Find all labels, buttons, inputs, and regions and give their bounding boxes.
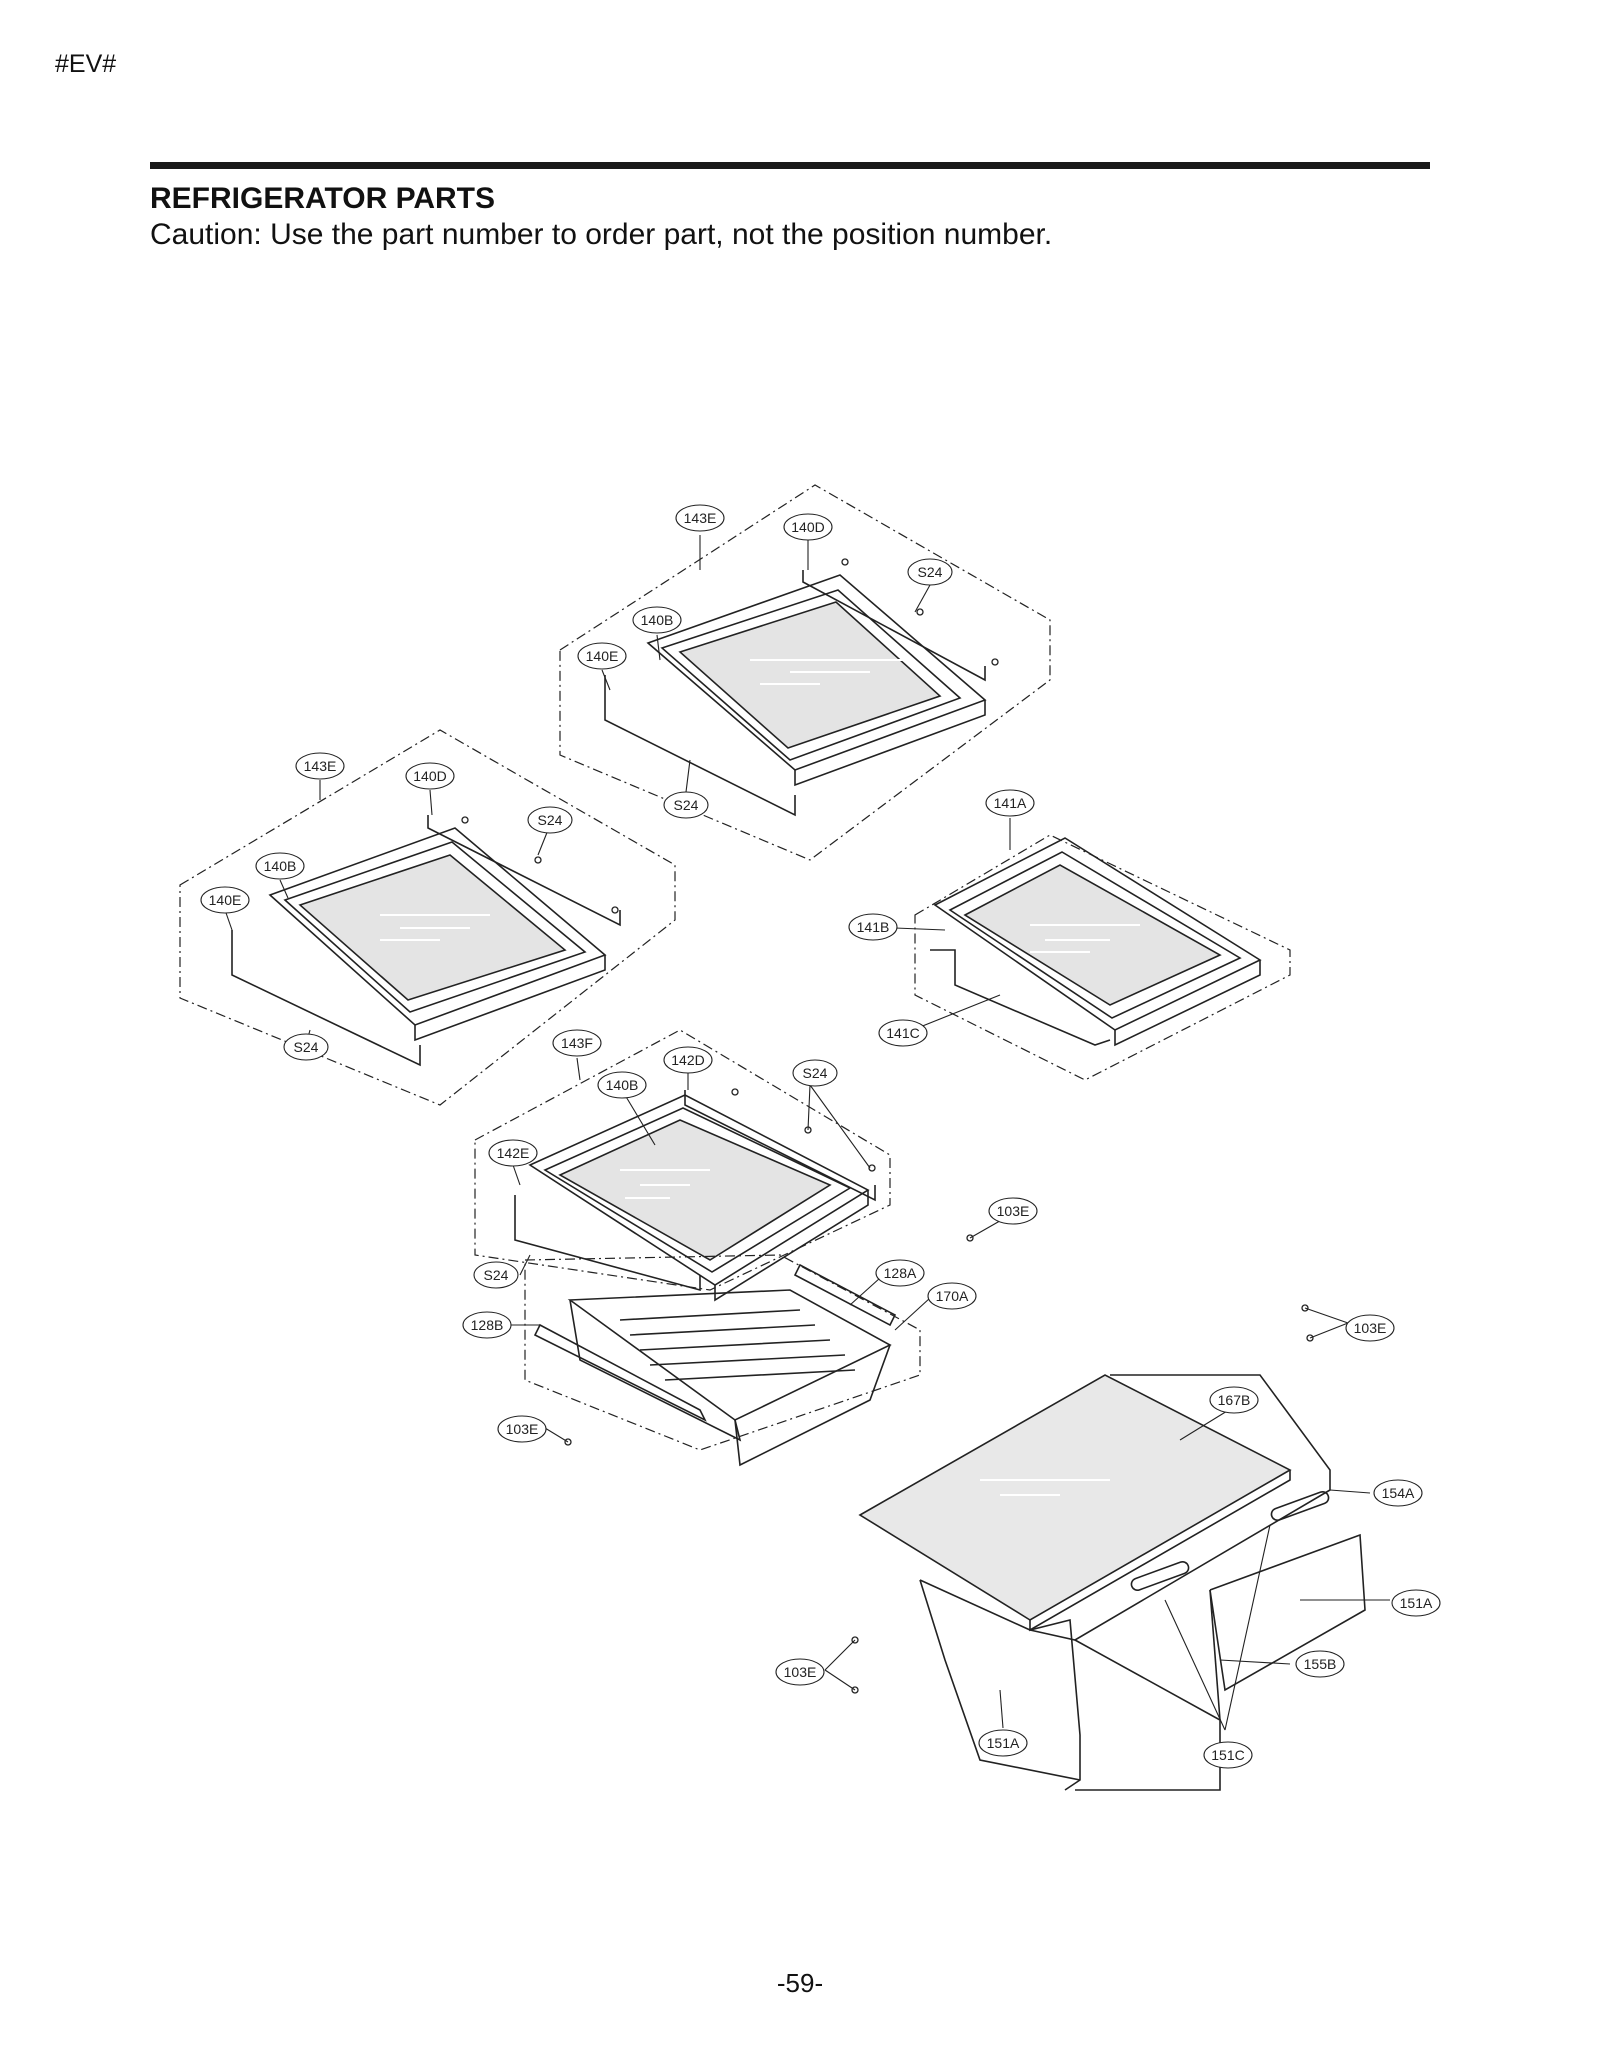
callout-c2: 140D xyxy=(783,513,833,541)
svg-text:S24: S24 xyxy=(484,1267,509,1283)
svg-text:128A: 128A xyxy=(884,1265,917,1281)
callout-c32: 103E xyxy=(775,1658,825,1686)
svg-text:S24: S24 xyxy=(674,797,699,813)
svg-text:S24: S24 xyxy=(294,1039,319,1055)
shelf-assembly-right xyxy=(914,834,1291,1081)
screws xyxy=(461,558,1314,1694)
svg-text:141C: 141C xyxy=(886,1025,919,1041)
callout-c21: S24 xyxy=(473,1261,519,1289)
leader-lines xyxy=(224,535,1390,1731)
svg-text:142E: 142E xyxy=(497,1145,530,1161)
svg-text:103E: 103E xyxy=(1354,1320,1387,1336)
callout-c26: 103E xyxy=(1345,1314,1395,1342)
callout-c1: 143E xyxy=(675,504,725,532)
callout-c17: 142D xyxy=(663,1046,713,1074)
svg-text:140D: 140D xyxy=(413,768,446,784)
callout-c34: 151C xyxy=(1203,1741,1253,1769)
callout-c22: 128B xyxy=(462,1311,512,1339)
callout-c14: 141B xyxy=(848,913,898,941)
callout-labels: 143E 140D S24 140B 140E S24 143E 140D S2… xyxy=(200,504,1441,1769)
document-code: #EV# xyxy=(55,50,117,78)
callout-c12: S24 xyxy=(283,1033,329,1061)
svg-text:S24: S24 xyxy=(803,1065,828,1081)
callout-c16: 143F xyxy=(552,1029,602,1057)
svg-text:128B: 128B xyxy=(471,1317,504,1333)
svg-text:103E: 103E xyxy=(997,1203,1030,1219)
svg-text:151C: 151C xyxy=(1211,1747,1244,1763)
svg-text:140D: 140D xyxy=(791,519,824,535)
svg-text:S24: S24 xyxy=(918,564,943,580)
callout-c30: 151A xyxy=(1391,1589,1441,1617)
svg-text:S24: S24 xyxy=(538,812,563,828)
callout-c28: 167B xyxy=(1209,1386,1259,1414)
page-number: -59- xyxy=(776,1968,824,1998)
svg-text:141A: 141A xyxy=(994,795,1027,811)
caution-note: Caution: Use the part number to order pa… xyxy=(150,218,1053,251)
header-rule xyxy=(150,162,1430,169)
svg-text:151A: 151A xyxy=(1400,1595,1433,1611)
crisper-drawer xyxy=(524,1254,921,1467)
callout-c33: 151A xyxy=(978,1729,1028,1757)
svg-text:140B: 140B xyxy=(264,858,297,874)
callout-c7: 143E xyxy=(295,752,345,780)
svg-text:103E: 103E xyxy=(784,1664,817,1680)
svg-text:154A: 154A xyxy=(1382,1485,1415,1501)
callout-c8: 140D xyxy=(405,762,455,790)
svg-text:141B: 141B xyxy=(857,919,890,935)
shelf-assembly-middle xyxy=(474,1029,891,1302)
svg-text:170A: 170A xyxy=(936,1288,969,1304)
page-title: REFRIGERATOR PARTS xyxy=(150,182,496,215)
callout-c3: S24 xyxy=(907,558,953,586)
svg-text:167B: 167B xyxy=(1218,1392,1251,1408)
callout-c15: 141C xyxy=(878,1019,928,1047)
callout-c18: S24 xyxy=(792,1059,838,1087)
svg-text:143E: 143E xyxy=(304,758,337,774)
svg-text:103E: 103E xyxy=(506,1421,539,1437)
callout-c20: 142E xyxy=(488,1139,538,1167)
shelf-assembly-top xyxy=(559,484,1051,861)
svg-text:140B: 140B xyxy=(641,612,674,628)
callout-c25: 103E xyxy=(988,1197,1038,1225)
callout-c19: 140B xyxy=(597,1071,647,1099)
svg-text:155B: 155B xyxy=(1304,1656,1337,1672)
svg-text:151A: 151A xyxy=(987,1735,1020,1751)
svg-text:140B: 140B xyxy=(606,1077,639,1093)
svg-text:143E: 143E xyxy=(684,510,717,526)
callout-c31: 155B xyxy=(1295,1650,1345,1678)
callout-c27: 103E xyxy=(497,1415,547,1443)
callout-c23: 128A xyxy=(875,1259,925,1287)
callout-c13: 141A xyxy=(985,789,1035,817)
svg-text:140E: 140E xyxy=(209,892,242,908)
callout-c29: 154A xyxy=(1373,1479,1423,1507)
shelf-assembly-left xyxy=(179,729,676,1106)
svg-text:142D: 142D xyxy=(671,1052,704,1068)
svg-text:143F: 143F xyxy=(561,1035,593,1051)
callout-c10: 140B xyxy=(255,852,305,880)
callout-c6: S24 xyxy=(663,791,709,819)
callout-c5: 140E xyxy=(577,642,627,670)
callout-c24: 170A xyxy=(927,1282,977,1310)
callout-c11: 140E xyxy=(200,886,250,914)
callout-c9: S24 xyxy=(527,806,573,834)
svg-text:140E: 140E xyxy=(586,648,619,664)
callout-c4: 140B xyxy=(632,606,682,634)
bottom-crisper-assembly xyxy=(858,1374,1366,1791)
